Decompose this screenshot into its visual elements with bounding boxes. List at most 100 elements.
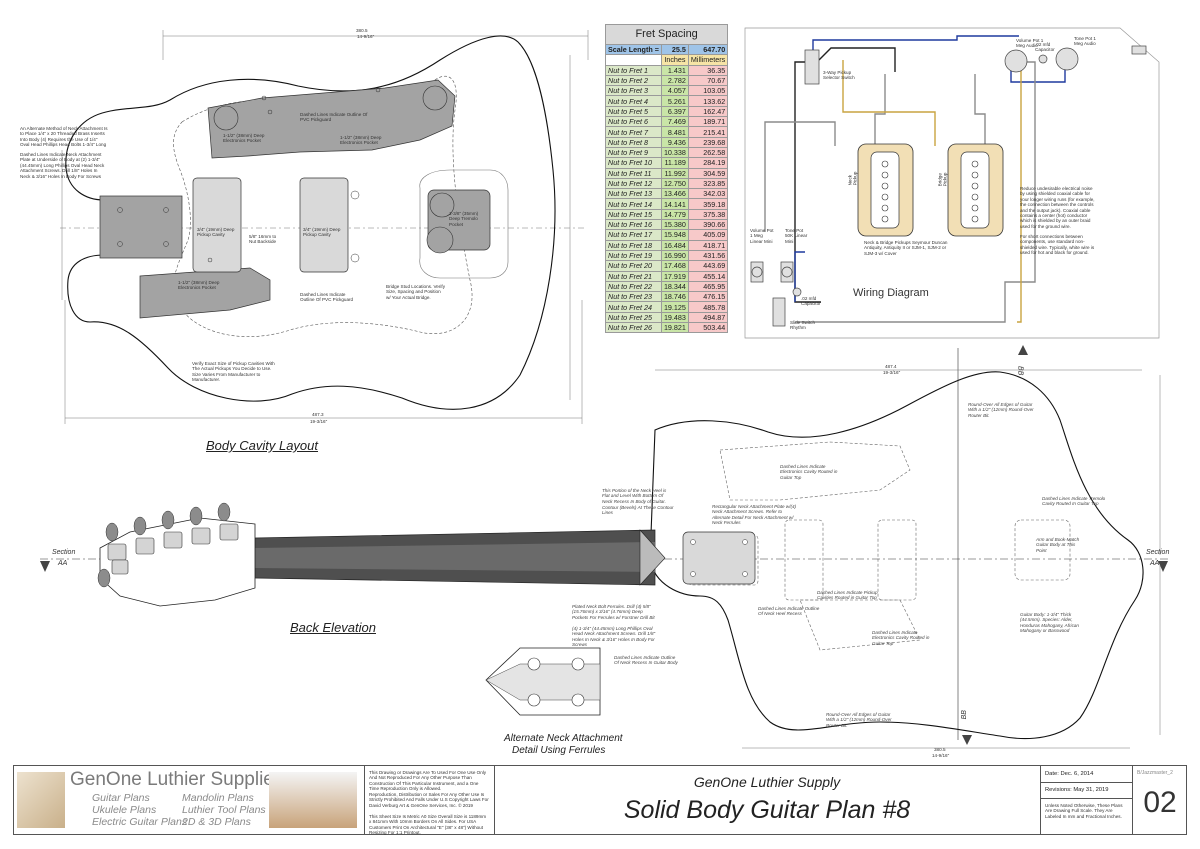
date: Date: Dec. 6, 2014: [1045, 771, 1094, 777]
note-roundover-bottom: Round-Over All Edges of Guitar With a 1/…: [826, 712, 892, 728]
lower-electronics-pocket: [139, 267, 271, 319]
section-label-right: Section: [1146, 549, 1170, 556]
wiring-noise-note: Reduce undesirable electrical noise by u…: [1020, 186, 1095, 229]
fret-label: Nut to Fret 11: [605, 167, 662, 179]
section-aa-left: AA: [58, 560, 68, 567]
note-alt-neck: An Alternate Method of Neck Attachment I…: [20, 126, 108, 148]
fret-mm: 465.95: [687, 280, 729, 293]
back-len: 487.4: [885, 364, 897, 369]
fret-label: Nut to Fret 3: [605, 85, 662, 97]
section-label-left: Section: [52, 549, 76, 556]
fret-inches: 18.344: [660, 280, 689, 293]
dim-overall-length-in: 19-3/16": [310, 419, 328, 424]
fret-inches: 19.821: [660, 322, 689, 334]
fret-mm: 485.78: [687, 301, 729, 313]
sheet-number: 02: [1143, 786, 1177, 819]
note-ferrules: Plated Neck Bolt Ferrules. Drill (4) 5/8…: [572, 604, 655, 620]
dim-overall-width: 380.5: [356, 28, 368, 33]
back-body-outline: [649, 371, 1144, 740]
wiring-neck-pu: Neck Pickup: [847, 171, 858, 186]
wiring-cap-top: .02 mfd Capacitor: [1035, 42, 1055, 53]
back-len-in: 19-3/16": [883, 370, 901, 375]
note-pocket-bottom: 1-1/2" (38mm) Deep Electronics Pocket: [178, 280, 220, 291]
fret-mm: 390.66: [687, 219, 729, 231]
fret-mm: 162.47: [687, 105, 729, 118]
wiring-tone-bottom: Tone Pot 50K Linear Mini: [785, 228, 808, 244]
fret-inches: 15.380: [660, 219, 689, 231]
fret-mm: 418.71: [687, 239, 729, 251]
fret-label: Nut to Fret 10: [605, 157, 662, 169]
fret-mm: 503.44: [687, 322, 729, 334]
note-pickup-a: 3/4" (19mm) Deep Pickup Cavity: [197, 227, 235, 238]
fret-inches: 7.469: [660, 116, 689, 128]
note-roundover-top: Round-Over All Edges of Guitar With a 1/…: [968, 402, 1034, 418]
caption-neck-detail-2: Detail Using Ferrules: [512, 745, 606, 756]
workshop-photo: [269, 772, 357, 828]
fret-inches: 10.338: [660, 146, 689, 159]
fret-inches: 14.141: [660, 198, 689, 210]
plan-title: Solid Body Guitar Plan #8: [623, 796, 911, 824]
fret-mm: 215.41: [687, 126, 729, 138]
neck-plate: [682, 531, 756, 585]
neck-pocket: [99, 195, 183, 259]
fret-label: Nut to Fret 2: [605, 74, 662, 87]
fret-inches: 19.483: [660, 311, 689, 324]
note-bridge-stud: Bridge Stud Locations. Verify Size, Spac…: [386, 284, 445, 300]
fret-inches: 17.468: [660, 260, 689, 272]
scale-length-mm: 647.70: [687, 43, 729, 56]
product-mandolin: Mandolin Plans: [182, 792, 254, 804]
dim-overall-length: 487.3: [312, 412, 324, 417]
wiring-bridge-pu: Bridge Pickup: [937, 172, 948, 187]
wiring-diagram: [744, 27, 1160, 339]
legal-2: Reproduction, Distribution or Sales For …: [369, 792, 489, 808]
fret-label: Nut to Fret 25: [605, 311, 662, 324]
fret-inches: 12.750: [660, 177, 689, 190]
fret-label: Nut to Fret 19: [605, 249, 662, 262]
fret-mm: 431.56: [687, 249, 729, 262]
fret-mm: 323.85: [687, 177, 729, 190]
fret-inches: 5.261: [660, 95, 689, 107]
fret-mm: 70.67: [687, 74, 729, 87]
col-mm: Millimeters: [687, 54, 729, 66]
note-body-thick: Guitar Body: 1-3/4" Thick (44.5mm). Spec…: [1020, 612, 1079, 634]
fret-label: Nut to Fret 9: [605, 146, 662, 159]
bridge-pickup-cavity: [299, 177, 349, 273]
note-backside: 5/8" 16mm to Nut Backside: [249, 234, 277, 245]
fret-inches: 19.125: [660, 301, 689, 313]
fret-label: Nut to Fret 22: [605, 280, 662, 293]
fret-mm: 262.58: [687, 146, 729, 159]
wiring-pickups: Neck & Bridge Pickups Seymour Duncan Ant…: [864, 240, 948, 256]
fret-mm: 304.59: [687, 167, 729, 179]
supplier-name: GenOne Luthier Supply: [693, 774, 841, 790]
back-elevation-drawing: [40, 345, 1170, 749]
fret-inches: 14.779: [660, 208, 689, 221]
fret-mm: 455.14: [687, 270, 729, 282]
fret-inches: 8.481: [660, 126, 689, 138]
note-ferrule-outline: Dashed Lines Indicate Outline Of Neck Re…: [614, 655, 678, 666]
fret-mm: 239.68: [687, 136, 729, 148]
fret-mm: 103.05: [687, 85, 729, 97]
note-pickup-b: 3/4" (19mm) Deep Pickup Cavity: [303, 227, 341, 238]
section-aa-right: AA: [1150, 560, 1160, 567]
fret-label: Nut to Fret 12: [605, 177, 662, 190]
fret-label: Nut to Fret 1: [605, 64, 662, 76]
units-note: Unless Noted Otherwise, These Plans Are …: [1045, 803, 1123, 819]
dim-overall-width-in: 14-9/16": [357, 34, 375, 39]
upper-electronics-pocket: [207, 79, 456, 159]
body-cavity-drawing: [60, 30, 589, 424]
product-guitar: Guitar Plans: [92, 792, 150, 804]
file-ref: B/Jazzmaster_2: [1137, 770, 1173, 776]
fret-inches: 17.919: [660, 270, 689, 282]
wiring-caption: Wiring Diagram: [853, 287, 929, 299]
wiring-cap-bottom: .02 mfd Capacitor: [801, 296, 821, 307]
